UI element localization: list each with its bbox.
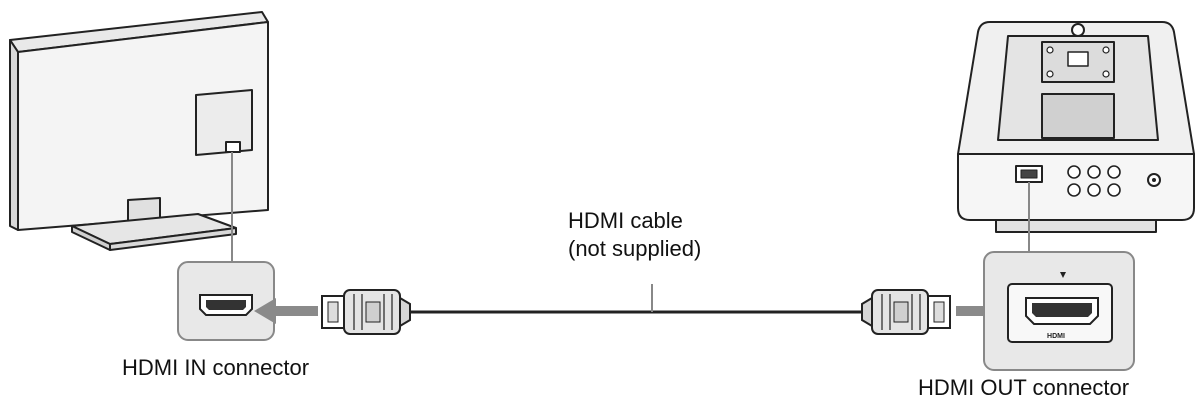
hdmi-cable-label: HDMI cable [568,208,683,233]
hdmi-out-connector-label: HDMI OUT connector [918,375,1130,400]
tv-icon [9,11,269,251]
hdmi-port-icon [199,294,253,316]
hdmi-plug-icon [321,289,411,335]
hdmi-in-connector-label: HDMI IN connector [122,355,310,380]
hdmi-plug-icon [861,289,951,335]
hdmi-out-callout: HDMI [983,251,1135,371]
arrow-icon [254,298,318,324]
hdmi-in-callout [177,261,275,341]
hdmi-port-icon [1025,297,1099,325]
port-marking-label: HDMI [1047,333,1065,340]
hdmi-cable-note: (not supplied) [568,236,702,261]
player-icon [957,21,1195,233]
